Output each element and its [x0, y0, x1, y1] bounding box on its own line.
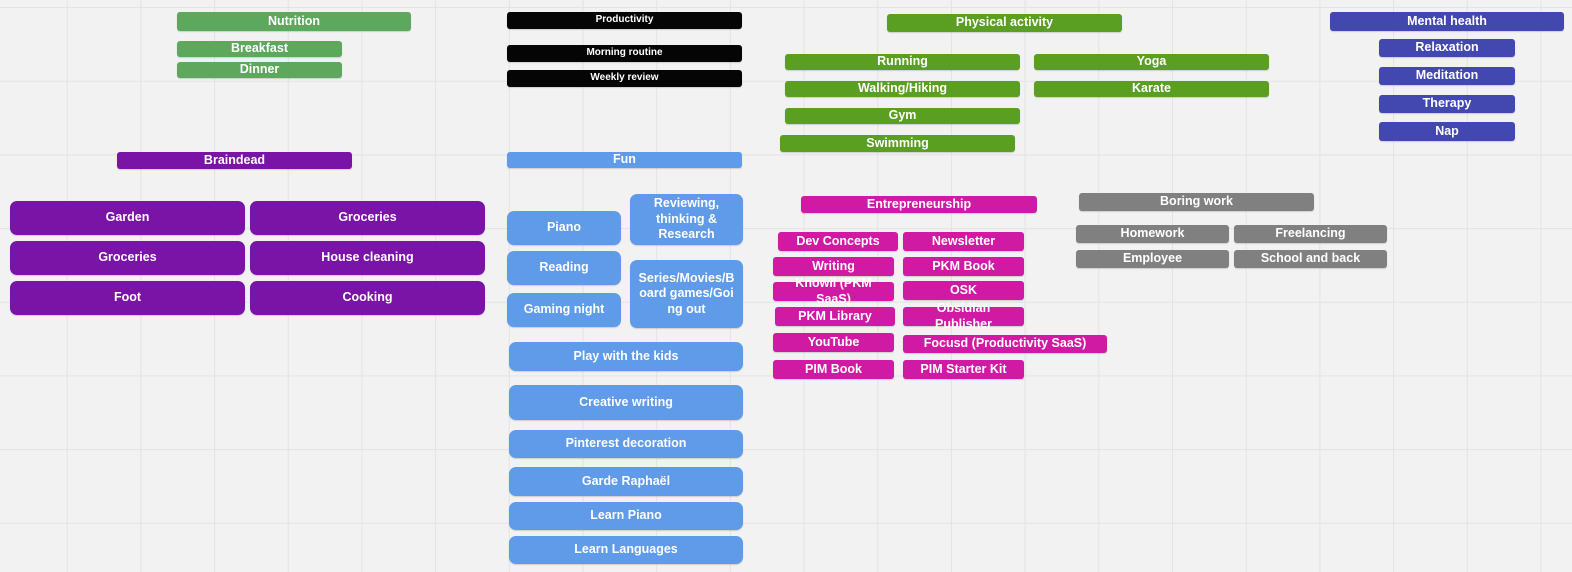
- entre-item-newsletter[interactable]: Newsletter: [903, 232, 1024, 251]
- entre-item-pkm-library[interactable]: PKM Library: [775, 307, 895, 326]
- boring-item-homework[interactable]: Homework: [1076, 225, 1229, 243]
- physical-item-walking-hiking[interactable]: Walking/Hiking: [785, 81, 1020, 97]
- entre-item-obsidian-publisher[interactable]: Obsidian Publisher: [903, 301, 1024, 331]
- physical-item-yoga[interactable]: Yoga: [1034, 54, 1269, 70]
- entre-item-youtube[interactable]: YouTube: [773, 333, 894, 352]
- fun-item-play-with-kids[interactable]: Play with the kids: [509, 342, 743, 371]
- braindead-item-groceries[interactable]: Groceries: [10, 241, 245, 275]
- entre-item-pkm-book[interactable]: PKM Book: [903, 257, 1024, 276]
- productivity-header[interactable]: Productivity: [507, 12, 742, 29]
- nutrition-item-breakfast[interactable]: Breakfast: [177, 41, 342, 57]
- physical-item-karate[interactable]: Karate: [1034, 81, 1269, 97]
- fun-item-creative-writing[interactable]: Creative writing: [509, 385, 743, 420]
- nutrition-item-dinner[interactable]: Dinner: [177, 62, 342, 78]
- productivity-item-weekly-review[interactable]: Weekly review: [507, 70, 742, 87]
- entre-item-knowii[interactable]: Knowii (PKM SaaS): [773, 276, 894, 306]
- productivity-item-morning-routine[interactable]: Morning routine: [507, 45, 742, 62]
- mental-item-nap[interactable]: Nap: [1379, 122, 1515, 141]
- entrepreneurship-header[interactable]: Entrepreneurship: [801, 196, 1037, 213]
- fun-item-gaming-night[interactable]: Gaming night: [507, 293, 621, 327]
- mental-item-relaxation[interactable]: Relaxation: [1379, 39, 1515, 57]
- physical-activity-header[interactable]: Physical activity: [887, 14, 1122, 32]
- braindead-item-foot[interactable]: Foot: [10, 281, 245, 315]
- entre-item-focusd[interactable]: Focusd (Productivity SaaS): [903, 335, 1107, 353]
- boring-item-school-and-back[interactable]: School and back: [1234, 250, 1387, 268]
- mental-item-therapy[interactable]: Therapy: [1379, 95, 1515, 113]
- boring-item-freelancing[interactable]: Freelancing: [1234, 225, 1387, 243]
- fun-item-learn-languages[interactable]: Learn Languages: [509, 536, 743, 564]
- fun-item-pinterest-decoration[interactable]: Pinterest decoration: [509, 430, 743, 458]
- mental-item-meditation[interactable]: Meditation: [1379, 67, 1515, 85]
- boring-work-header[interactable]: Boring work: [1079, 193, 1314, 211]
- fun-item-learn-piano[interactable]: Learn Piano: [509, 502, 743, 530]
- braindead-item-cooking[interactable]: Cooking: [250, 281, 485, 315]
- braindead-item-garden[interactable]: Garden: [10, 201, 245, 235]
- entre-item-osk[interactable]: OSK: [903, 281, 1024, 300]
- physical-item-gym[interactable]: Gym: [785, 108, 1020, 124]
- mental-health-header[interactable]: Mental health: [1330, 12, 1564, 31]
- fun-item-series-movies-board-games[interactable]: Series/Movies/Board games/Going out: [630, 260, 743, 328]
- physical-item-swimming[interactable]: Swimming: [780, 135, 1015, 152]
- boring-item-employee[interactable]: Employee: [1076, 250, 1229, 268]
- braindead-item-groceries-2[interactable]: Groceries: [250, 201, 485, 235]
- fun-item-reading[interactable]: Reading: [507, 251, 621, 285]
- fun-item-garde-raphael[interactable]: Garde Raphaël: [509, 467, 743, 496]
- braindead-item-house-cleaning[interactable]: House cleaning: [250, 241, 485, 275]
- physical-item-running[interactable]: Running: [785, 54, 1020, 70]
- entre-item-pim-starter-kit[interactable]: PIM Starter Kit: [903, 360, 1024, 379]
- nutrition-header[interactable]: Nutrition: [177, 12, 411, 31]
- entre-item-writing[interactable]: Writing: [773, 257, 894, 276]
- braindead-header[interactable]: Braindead: [117, 152, 352, 169]
- fun-header[interactable]: Fun: [507, 152, 742, 168]
- fun-item-reviewing-thinking-research[interactable]: Reviewing, thinking & Research: [630, 194, 743, 245]
- entre-item-dev-concepts[interactable]: Dev Concepts: [778, 232, 898, 251]
- entre-item-pim-book[interactable]: PIM Book: [773, 360, 894, 379]
- fun-item-piano[interactable]: Piano: [507, 211, 621, 245]
